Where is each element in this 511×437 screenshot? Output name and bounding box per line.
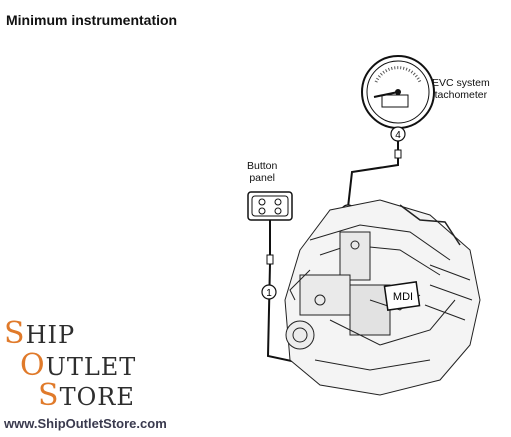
engine-drawing <box>284 199 481 396</box>
callout-tach-cable: 4 <box>390 126 406 142</box>
button-panel-label-line1: Button <box>247 160 278 172</box>
page-title: Minimum instrumentation <box>6 12 178 28</box>
tachometer-label: EVC system tachometer <box>432 77 490 101</box>
mdi-module: MDI <box>383 281 421 311</box>
tachometer-gauge <box>361 55 435 129</box>
callout-tach-cable-number: 4 <box>395 130 401 141</box>
button-panel <box>247 191 293 221</box>
mdi-label: MDI <box>393 291 413 303</box>
button-panel-label: Button panel <box>247 160 277 184</box>
tachometer-label-line1: EVC system <box>432 77 490 89</box>
logo-line-ship: SHIP <box>4 316 76 351</box>
logo-line-outlet: OUTLET <box>20 348 137 383</box>
website-url[interactable]: www.ShipOutletStore.com <box>4 416 167 431</box>
callout-panel-cable: 1 <box>261 284 277 300</box>
button-panel-label-line2: panel <box>249 172 276 184</box>
callout-panel-cable-number: 1 <box>266 288 272 299</box>
ship-outlet-store-logo: SHIP OUTLET STORE <box>4 312 204 413</box>
tachometer-label-line2: tachometer <box>434 89 488 101</box>
logo-line-store: STORE <box>38 378 135 413</box>
